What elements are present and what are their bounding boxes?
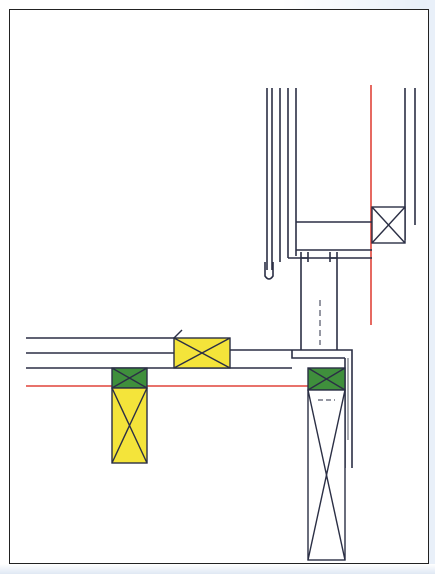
background-tint-right	[427, 0, 435, 574]
timber-right-wall	[307, 367, 346, 561]
drip-nose	[264, 262, 274, 280]
background-tint-top	[282, 0, 435, 10]
window-post	[300, 252, 338, 350]
drawing-frame	[9, 9, 429, 564]
timber-floor-yellow	[173, 329, 231, 369]
background-tint-bottom	[0, 564, 435, 574]
timber-upper-right	[371, 206, 406, 244]
timber-left-beam	[111, 367, 148, 464]
floor-slab	[26, 337, 292, 369]
